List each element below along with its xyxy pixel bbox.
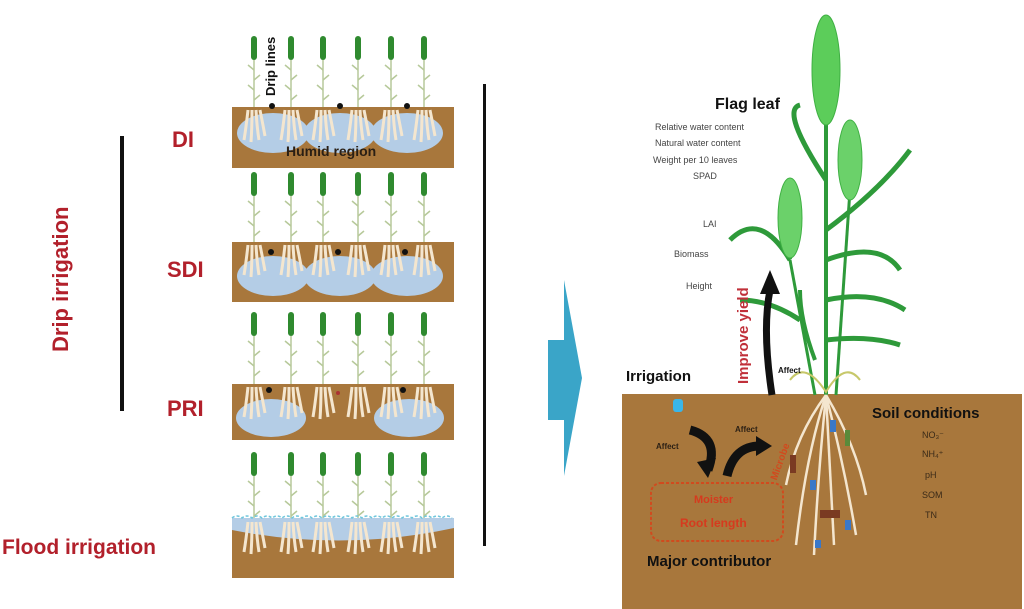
affect-arrow-up-icon [722, 441, 761, 478]
drip-lines-label: Drip lines [263, 36, 278, 96]
flag-leaf-item: Weight per 10 leaves [653, 155, 738, 165]
soil-item-no3: NO₃⁻ [922, 430, 944, 440]
drip-emitter [268, 249, 274, 255]
major-contributor-label: Major contributor [647, 553, 772, 570]
pri-panel [232, 311, 454, 440]
affect-left-label: Affect [656, 442, 679, 451]
microbes [790, 420, 851, 548]
flag-leaf-item: Relative water content [655, 122, 745, 132]
contributor-moister: Moister [694, 494, 734, 506]
wheat-ear [777, 177, 803, 259]
wheat-ear [837, 119, 863, 201]
flag-leaf-item: Natural water content [655, 138, 741, 148]
soil-conditions-title: Soil conditions [872, 405, 980, 422]
improve-yield-label: Improve yield [735, 287, 752, 384]
irrigation-label: Irrigation [626, 368, 692, 385]
di-humid-zone [237, 113, 309, 153]
method-label-di: DI [172, 127, 194, 152]
humid-region-label: Humid region [286, 143, 377, 159]
contributor-box [650, 482, 784, 542]
trait-lai: LAI [703, 219, 717, 229]
flag-leaf-title: Flag leaf [715, 96, 780, 113]
drip-emitter [404, 103, 410, 109]
water-drop-icon [673, 399, 683, 412]
drip-emitter [269, 103, 275, 109]
drip-bracket-line [120, 136, 124, 411]
drip-irrigation-label: Drip irrigation [48, 206, 73, 352]
flag-leaf-item: SPAD [693, 171, 717, 181]
wheat-plant [728, 14, 912, 396]
soil-item-nh4: NH₄⁺ [922, 449, 944, 459]
divider-line [483, 84, 486, 546]
soil-item-som: SOM [922, 490, 943, 500]
sdi-panel [232, 171, 454, 302]
drip-emitter [402, 249, 408, 255]
trait-height: Height [686, 281, 713, 291]
flood-panel [231, 451, 454, 578]
drip-emitter [337, 103, 343, 109]
trait-biomass: Biomass [674, 249, 709, 259]
method-label-sdi: SDI [167, 257, 204, 282]
drip-emitter [335, 249, 341, 255]
affect-plant-label: Affect [778, 366, 801, 375]
wheat-ear [811, 14, 841, 126]
method-label-pri: PRI [167, 396, 204, 421]
improve-yield-arrow-icon [762, 289, 776, 396]
wheat-roots [784, 394, 868, 556]
soil-item-tn: TN [925, 510, 937, 520]
affect-right-label: Affect [735, 425, 758, 434]
transition-arrow-icon [548, 280, 582, 476]
soil-item-ph: pH [925, 470, 937, 480]
method-label-flood: Flood irrigation [2, 536, 156, 559]
contributor-root-length: Root length [680, 516, 747, 530]
di-panel [232, 35, 454, 168]
